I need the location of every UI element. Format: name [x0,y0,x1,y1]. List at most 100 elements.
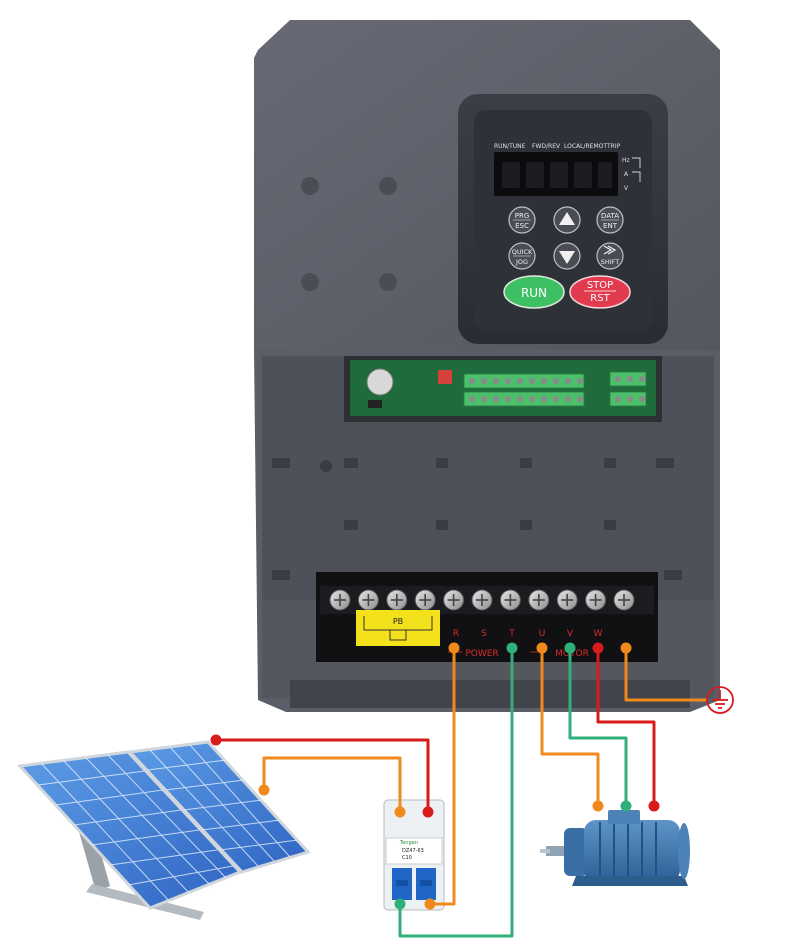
dot-solar-positive [210,734,222,746]
stop-rst-button[interactable]: STOP RST [569,275,631,309]
shift-label: SHIFT [601,258,620,266]
terminal-v: V [567,629,574,639]
dot-solar-negative [258,784,270,796]
mount-hole [379,177,397,195]
power-label: POWER [465,649,498,659]
shift-arrows-icon [603,245,617,255]
motor-fan-cover [678,823,690,879]
dot-terminal-t [506,642,518,654]
wire-terminals [210,642,660,910]
dot-terminal-u [536,642,548,654]
inverter-bottom-lip [290,680,690,708]
unit-a: A [624,171,629,178]
wire-pe-to-ground [624,648,706,702]
jog-label: JOG [515,258,528,266]
indicator-run-tune: RUN/TUNE [494,143,526,150]
prg-esc-button[interactable]: PRG ESC [508,206,536,234]
quick-label: QUICK [512,248,533,256]
down-button[interactable] [553,242,581,270]
pcb-potentiometer [366,368,394,396]
solar-panel [16,740,311,920]
dot-breaker-out-r [424,898,436,910]
unit-v: V [624,185,629,192]
arrow-up-icon [559,212,575,225]
motor-front-flange [564,828,588,876]
rst-label: RST [590,293,610,304]
breaker-model: DZ47-63 [402,848,424,854]
motor [540,810,690,886]
dot-breaker-in-l [394,806,406,818]
stop-label: STOP [587,280,613,291]
dot-terminal-w [592,642,604,654]
wire-breaker-to-t [398,648,514,938]
breaker-rating: C10 [402,855,412,861]
control-board [344,356,662,422]
solar-module-right [126,740,311,874]
esc-label: ESC [515,222,529,230]
unit-hz: Hz [622,157,630,164]
interior-studs [272,458,682,580]
indicator-labels: RUN/TUNE FWD/REV LOCAL/REMOT TRIP [494,143,621,150]
group-labels: POWER MOTOR [465,649,589,659]
breaker-toggle[interactable] [392,868,436,900]
run-label: RUN [521,286,547,300]
led-digits [502,162,612,188]
wire-solar-positive [216,738,430,812]
dot-terminal-pe [620,642,632,654]
wire-breaker-to-r [430,648,456,906]
dot-terminal-v [564,642,576,654]
solar-cell-grid [37,744,299,904]
motor-feet [572,876,688,886]
pb-resistor-symbol [363,616,433,641]
motor-shaft [546,846,568,856]
prg-label: PRG [515,212,530,220]
dot-motor-w [648,800,660,812]
terminal-screws [329,589,635,611]
wires [216,648,706,938]
motor-junction-box [608,810,640,824]
terminal-u: U [539,629,546,639]
pb-label: PB [393,617,403,626]
terminal-letters: R S T U V W [453,629,603,639]
wire-v-to-motor [568,648,628,806]
dip-switch [438,370,452,384]
motor-body [584,820,680,882]
pcb-chip [368,400,382,408]
data-label: DATA [601,212,619,220]
dot-motor-v [620,800,632,812]
quick-jog-button[interactable]: QUICK JOG [508,242,536,270]
circuit-breaker: Tengen DZ47-63 C10 [383,799,445,911]
breaker-label-plate [385,837,443,865]
dot-motor-u [592,800,604,812]
unit-labels: Hz A V [622,157,630,192]
control-terminal-screws [469,376,645,402]
unit-brackets [632,157,641,182]
motor-fins [599,822,657,880]
arrow-down-icon [559,251,575,264]
dot-breaker-in-r [422,806,434,818]
shift-button[interactable]: SHIFT [596,242,624,270]
power-terminal-strip: PB R S T U V W POWER MOTOR [316,572,658,662]
terminal-s: S [481,629,487,639]
indicator-local-remote: LOCAL/REMOT [564,143,607,150]
run-button[interactable]: RUN [503,275,565,309]
breaker-brand: Tengen [399,840,418,846]
ent-label: ENT [603,222,618,230]
wire-w-to-motor [596,648,656,806]
terminal-w: W [594,629,603,639]
terminal-r: R [453,629,459,639]
dot-terminal-r [448,642,460,654]
keypad: RUN/TUNE FWD/REV LOCAL/REMOT TRIP Hz A V… [458,94,668,344]
up-button[interactable] [553,206,581,234]
data-ent-button[interactable]: DATA ENT [596,206,624,234]
mount-hole [379,273,397,291]
dot-breaker-out-l [394,898,406,910]
motor-label: MOTOR [555,649,589,659]
control-terminal-blocks [463,371,647,407]
mount-hole [301,177,319,195]
indicator-fwd-rev: FWD/REV [532,143,561,150]
ground-icon [706,686,734,714]
mount-hole [301,273,319,291]
indicator-trip: TRIP [606,143,621,150]
